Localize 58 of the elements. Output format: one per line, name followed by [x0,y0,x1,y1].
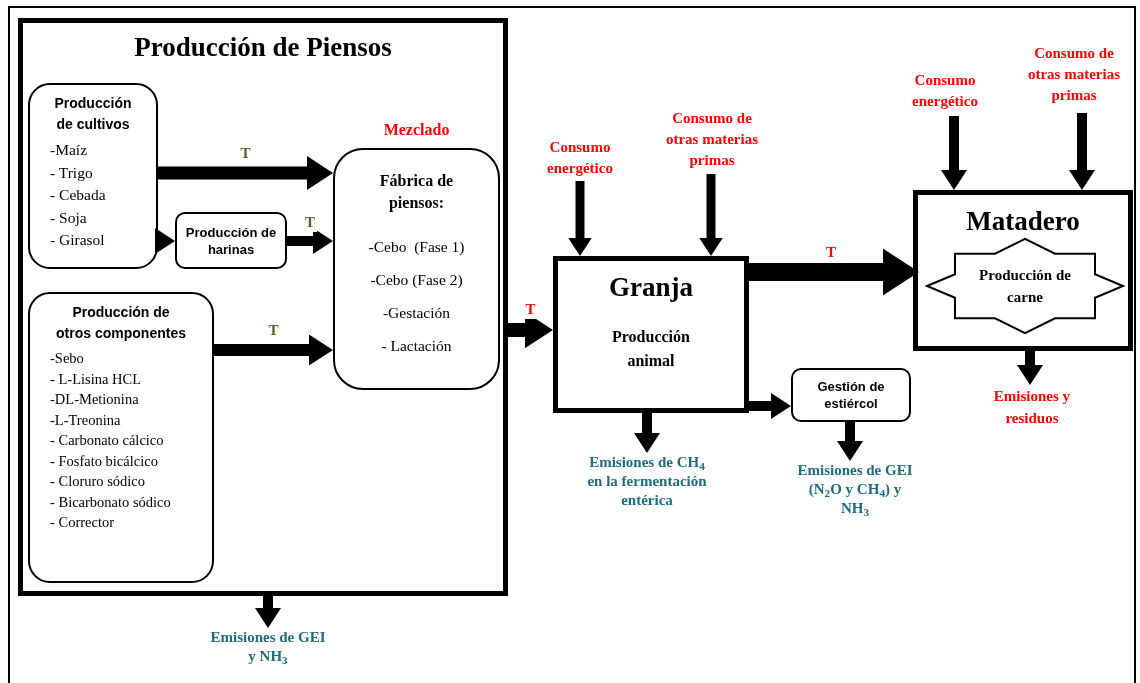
node-title: Producción de cultivos [53,94,133,134]
process-box [28,83,158,269]
arrow [699,174,723,256]
process-box [913,190,1133,351]
list-item: - Lactación [381,336,452,356]
node-text: Gestión de estiércol [816,378,886,412]
process-box [791,368,911,422]
node-title: Fábrica de piensos: [378,171,455,214]
node-text: Producción de carne [978,266,1072,307]
list-item: -DL-Metionina [49,390,140,409]
section-title: Producción de Piensos [134,31,392,64]
node-title: Producción de otros componentes [56,303,186,343]
section-box [18,18,508,596]
arrow [568,181,592,256]
emission-label: Emisiones de GEI y NH$_{3}$ [205,628,331,680]
box-title: Granja [609,271,693,304]
box-title: Matadero [966,205,1080,238]
output-label: Emisiones y residuos [972,385,1092,433]
list-item: - Bicarbonato sódico [49,492,172,512]
arrow [634,413,660,453]
arrow [158,156,333,190]
list-item: - Fosfato bicálcico [49,451,159,471]
arrow [941,116,967,190]
input-label: Consumo de otras materias primas [656,108,768,174]
process-box [175,212,287,269]
list-item: -Gestación [382,303,451,323]
emission-label: Emisiones de CH$_{4}$ en la fermentación entérica [585,453,709,545]
list-item: -Cebo (Fase 1) [368,237,465,257]
arrow [1069,113,1095,190]
node-caption: Mezclado [382,120,451,140]
list-item: - Cloruro sódico [49,472,147,491]
list-item: - Trigo [49,162,94,183]
process-box [553,256,749,413]
node-text: Producción animal [611,327,691,371]
node-text: Producción de harinas [184,223,278,258]
arrow [837,422,863,461]
list-item: - Soja [49,207,88,228]
list-item: -Sebo [49,349,85,368]
list-item: - Cebada [49,185,107,205]
emission-label: Emisiones de GEI (N$_{2}$O y CH$_{4}$) y NH$_{3}$ [795,461,915,531]
list-item: -Cebo (Fase 2) [370,270,463,290]
list-item: - L-Lisina HCL [49,369,142,389]
process-box [333,148,500,390]
input-label: Consumo energético [528,137,632,181]
input-label: Consumo de otras materias primas [1020,43,1128,113]
arrow [1017,351,1043,385]
list-item: -L-Treonina [49,410,122,430]
process-box [28,292,214,583]
arrow [214,334,333,366]
input-label: Consumo energético [893,70,997,116]
list-item: - Corrector [49,513,115,532]
arrow [255,596,281,628]
list-item: - Girasol [49,230,106,250]
arrow [287,228,333,254]
arrow [749,393,791,419]
list-item: -Maíz [49,140,88,160]
arrow [155,228,175,254]
list-item: - Carbonato cálcico [49,431,165,450]
